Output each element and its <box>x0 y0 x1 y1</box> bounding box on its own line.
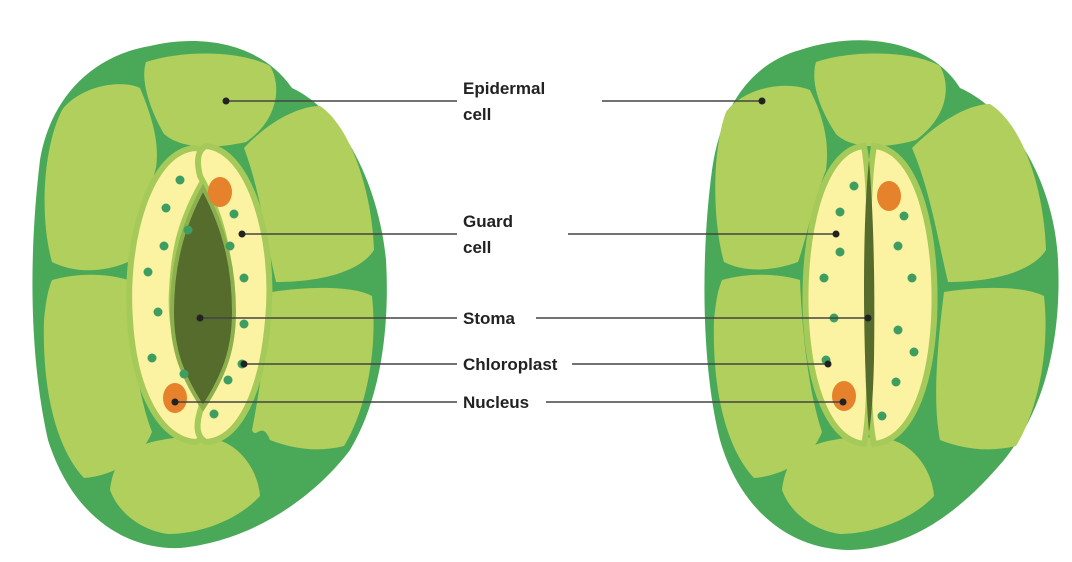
epidermal-cell-lower-right <box>252 287 374 450</box>
epidermal-cell-lower-right <box>936 287 1046 450</box>
epidermal-cell-bottom <box>110 437 260 534</box>
epidermal-cell-upper-right <box>244 106 374 282</box>
open-stoma <box>32 41 387 549</box>
epidermal-cell-top <box>814 53 946 147</box>
chloroplasts-left <box>143 175 249 419</box>
epidermal-cell-lower-left <box>713 274 822 478</box>
nucleus-left-upper <box>208 177 232 207</box>
epidermal-cell-upper-left <box>44 84 157 271</box>
epidermal-cell-upper-right <box>912 104 1046 282</box>
epidermal-cell-upper-left <box>715 85 828 270</box>
label-guard-cell-line1: Guard <box>463 212 514 231</box>
epidermal-cell-bottom <box>782 437 934 534</box>
stoma-pore-closed <box>864 160 875 432</box>
closed-stoma <box>704 40 1059 550</box>
nucleus-right-upper <box>877 181 901 211</box>
label-nucleus: Nucleus <box>463 393 530 412</box>
stoma-pore-open <box>169 183 237 412</box>
label-epidermal-cell-line1: Epidermal <box>463 79 546 98</box>
chloroplasts-right <box>819 181 919 421</box>
nucleus-right-lower <box>832 381 856 411</box>
leader-lines <box>171 97 872 406</box>
label-guard-cell-line2: cell <box>463 238 492 257</box>
label-epidermal-cell-line2: cell <box>463 105 492 124</box>
label-chloroplast: Chloroplast <box>463 355 558 374</box>
epidermal-cell-lower-left <box>43 274 152 478</box>
epidermal-cell-top <box>144 53 277 147</box>
label-stoma: Stoma <box>463 309 515 328</box>
nucleus-left-lower <box>163 383 187 413</box>
